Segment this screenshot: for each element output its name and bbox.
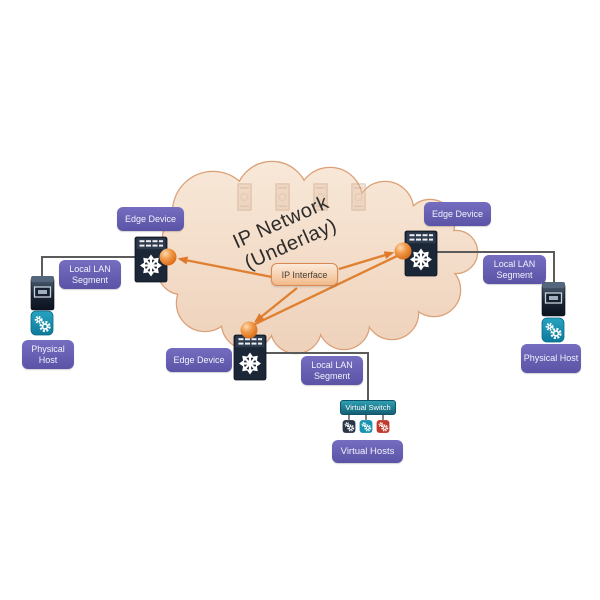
lan-line-bottom xyxy=(250,352,369,400)
virtual-hosts-label: Virtual Hosts xyxy=(332,440,403,463)
arrow-to-left-interface xyxy=(177,256,273,279)
arrow-to-bottom-interface xyxy=(254,287,298,323)
edge-device-label-bottom: Edge Device xyxy=(166,348,232,372)
lan-segment-label-right: Local LAN Segment xyxy=(483,255,546,284)
ip-interface-points xyxy=(159,242,412,339)
virtual-host-icon-red xyxy=(375,419,391,434)
interface-sphere-bottom xyxy=(240,321,258,339)
gears-icon-left xyxy=(29,309,55,337)
interface-sphere-left xyxy=(159,248,177,266)
physical-host-label-right: Physical Host xyxy=(521,344,581,373)
server-icon-right xyxy=(541,281,566,317)
physical-host-label-left: Physical Host xyxy=(22,340,74,369)
lan-segment-label-left: Local LAN Segment xyxy=(59,260,121,289)
edge-device-label-right: Edge Device xyxy=(424,202,491,226)
lan-line-right xyxy=(420,251,555,282)
tunnel-line xyxy=(252,254,398,327)
ip-interface-callout: IP Interface xyxy=(271,263,338,286)
server-icon-left xyxy=(30,275,55,311)
edge-device-label-left: Edge Device xyxy=(117,207,184,231)
virtual-switch-box: Virtual Switch xyxy=(340,400,396,415)
virtual-host-icon-teal xyxy=(358,419,374,434)
edge-device-switch-icon-bottom xyxy=(234,335,266,380)
arrow-to-right-interface xyxy=(338,251,395,271)
lan-connector-lines xyxy=(41,251,555,420)
lan-line-left xyxy=(41,256,150,276)
interface-sphere-right xyxy=(394,242,412,260)
gears-icon-right xyxy=(540,316,566,344)
lan-segment-label-bottom: Local LAN Segment xyxy=(301,356,363,385)
ip-interface-arrows xyxy=(177,251,398,327)
virtual-host-icon-dark xyxy=(341,419,357,434)
